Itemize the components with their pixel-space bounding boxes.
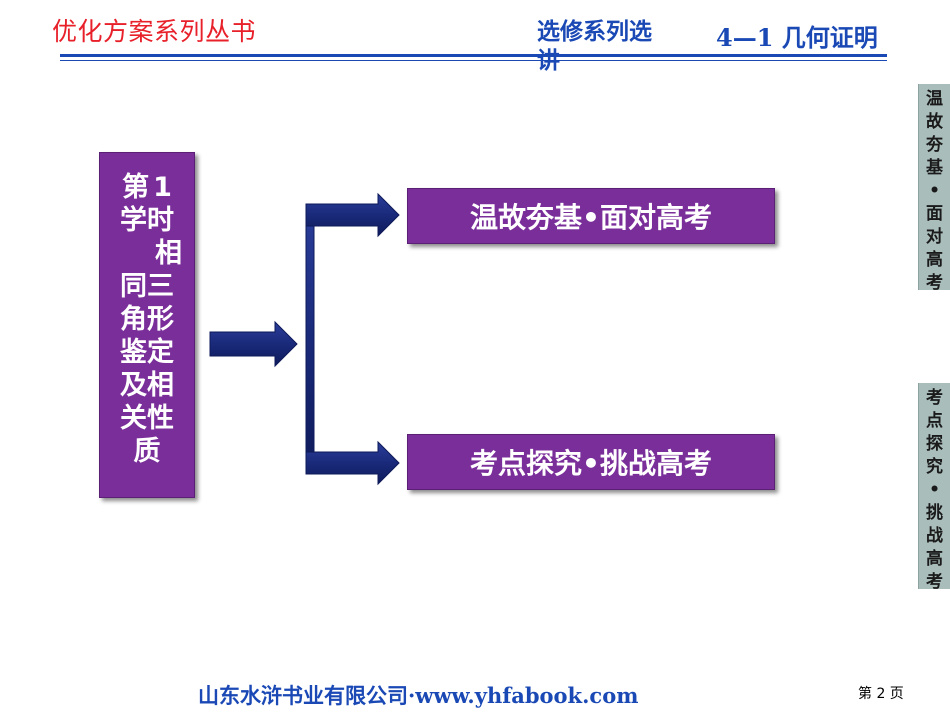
lesson-char: 1 — [153, 172, 172, 203]
tab-char: 战 — [926, 526, 943, 546]
lesson-char: 性 — [147, 403, 174, 434]
tab-char: 究 — [926, 457, 943, 477]
lesson-char: 时 — [147, 205, 174, 236]
subject-title: 选修系列选讲 — [537, 19, 652, 74]
tab-char: • — [929, 181, 940, 201]
branch-review-basics[interactable]: 温故夯基•面对高考 — [407, 188, 775, 244]
lesson-char: 关 — [120, 403, 147, 434]
lesson-char: 第 — [122, 172, 150, 203]
header-rule-thin — [60, 60, 887, 61]
tab-char: 高 — [926, 250, 943, 270]
tab-char: 高 — [926, 549, 943, 569]
lesson-char: 角 — [120, 304, 147, 335]
branch-label: 温故夯基•面对高考 — [470, 201, 712, 234]
lesson-char: 相 — [147, 370, 174, 401]
publisher-footer: 山东水浒书业有限公司·www.yhfabook.com — [198, 683, 639, 708]
upper-branch-arrow — [305, 192, 400, 238]
page-number: 第 2 页 — [858, 686, 904, 702]
tab-char: 考 — [926, 273, 943, 293]
tab-char: 基 — [926, 158, 943, 178]
lesson-char: 学 — [120, 205, 147, 236]
lesson-char: 定 — [147, 337, 174, 368]
branch-label: 考点探究•挑战高考 — [470, 447, 712, 480]
series-title: 优化方案系列丛书 — [52, 17, 257, 46]
tab-char: 点 — [926, 411, 943, 431]
lesson-char: 同 — [120, 271, 147, 302]
lesson-char: 质 — [133, 436, 161, 467]
tab-char: 对 — [926, 227, 943, 247]
tab-char: 温 — [926, 89, 943, 109]
lesson-char: 鉴 — [120, 337, 147, 368]
lesson-char: 三 — [147, 271, 174, 302]
bracket-bar — [305, 203, 315, 475]
branch-explore-points[interactable]: 考点探究•挑战高考 — [407, 434, 775, 490]
tab-char: 考 — [926, 388, 943, 408]
tab-char: • — [929, 480, 940, 500]
lesson-char: 及 — [120, 370, 147, 401]
tab-char: 故 — [926, 112, 943, 132]
side-tab-explore[interactable]: 考 点 探 究 • 挑 战 高 考 — [918, 383, 950, 592]
header-rule-thick — [60, 54, 887, 57]
tab-char: 探 — [926, 434, 943, 454]
chapter-title: 4—1 几何证明 — [716, 23, 878, 52]
lesson-char: 形 — [147, 304, 174, 335]
side-tab-review[interactable]: 温 故 夯 基 • 面 对 高 考 — [918, 84, 950, 293]
tab-char: 夯 — [926, 135, 943, 155]
lesson-char: 相 — [155, 238, 182, 269]
tab-char: 挑 — [926, 503, 943, 523]
main-arrow — [209, 320, 298, 368]
lower-branch-arrow — [305, 440, 400, 486]
tab-char: 面 — [926, 204, 943, 224]
tab-char: 考 — [926, 572, 943, 592]
